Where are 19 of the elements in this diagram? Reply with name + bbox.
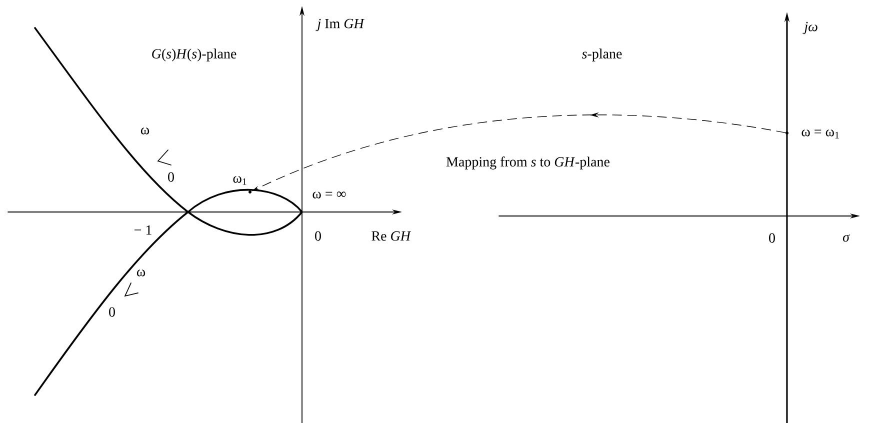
omega-label: ω — [136, 270, 146, 276]
axis-label: Re GH — [372, 231, 412, 241]
zero-label: 0 — [168, 172, 174, 182]
tick-label: − 1 — [134, 225, 152, 235]
axis-label: σ — [842, 234, 850, 242]
point-label: ω = ω$_{1}$ — [802, 130, 839, 138]
zero-label: 0 — [109, 307, 115, 317]
edge-label: Mapping from s to GH-plane — [445, 156, 611, 170]
origin-label: 0 — [769, 233, 775, 243]
point-label: ω$_{1}$ — [233, 176, 246, 185]
curve-point — [248, 190, 252, 194]
point-label: ω = ∞ — [312, 192, 346, 198]
axis-label: jω — [802, 22, 818, 34]
plane-label: G(s)H(s)-plane — [152, 48, 236, 62]
curve-point — [786, 132, 788, 134]
origin-label: 0 — [315, 231, 321, 241]
omega-label: ω — [140, 128, 150, 134]
axis-label: j Im GH — [316, 18, 364, 32]
plane-label: s-plane — [582, 48, 622, 62]
